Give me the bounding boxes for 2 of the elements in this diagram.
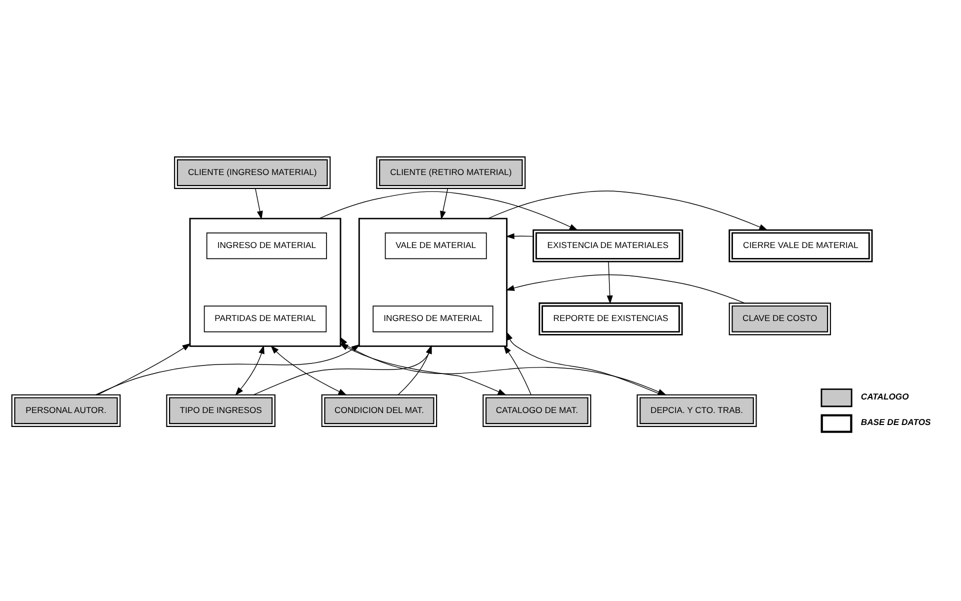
legend-label: CATALOGO bbox=[860, 390, 908, 401]
legend-label: BASE DE DATOS bbox=[860, 416, 930, 427]
